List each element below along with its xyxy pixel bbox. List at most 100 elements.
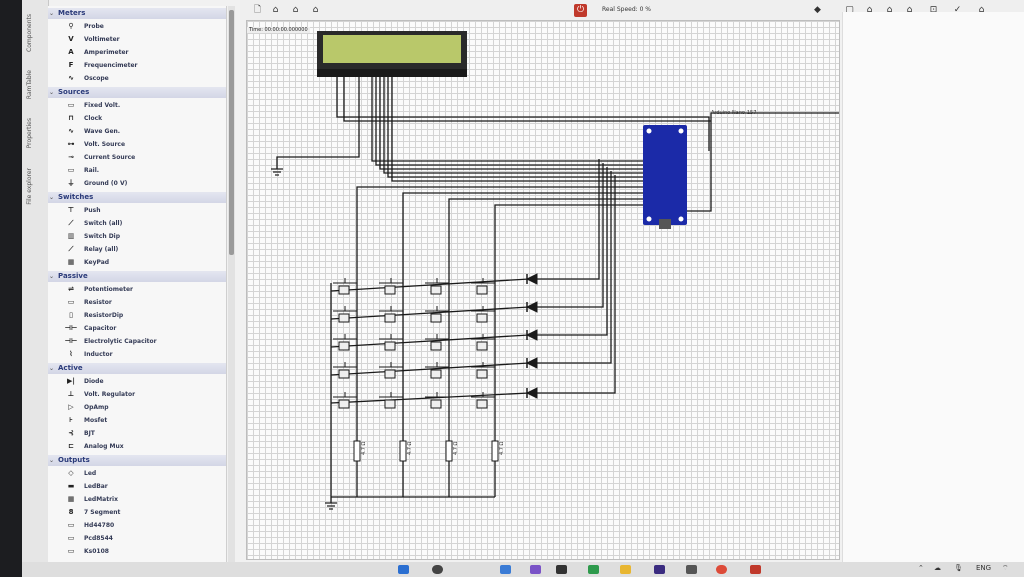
category-sources[interactable]: ⌄Sources bbox=[48, 87, 226, 98]
component-resistordip[interactable]: ▯ResistorDip bbox=[48, 309, 226, 322]
component-switch-all[interactable]: ⟋Switch (all) bbox=[48, 217, 226, 230]
component-wave-gen[interactable]: ∿Wave Gen. bbox=[48, 125, 226, 138]
taskbar-app-5[interactable] bbox=[588, 565, 599, 574]
push-button-r2c1[interactable] bbox=[333, 306, 357, 323]
component-led[interactable]: ◇Led bbox=[48, 467, 226, 480]
component-capacitor[interactable]: ⊣⊢Capacitor bbox=[48, 322, 226, 335]
taskbar-app-2[interactable] bbox=[500, 565, 511, 574]
push-button-r3c1[interactable] bbox=[333, 334, 357, 351]
push-button-r5c3[interactable] bbox=[425, 392, 449, 409]
diode-3[interactable] bbox=[525, 329, 538, 341]
push-button-r5c4[interactable] bbox=[471, 392, 495, 409]
push-button-r5c1[interactable] bbox=[333, 392, 357, 409]
component-ledmatrix[interactable]: ▦LedMatrix bbox=[48, 493, 226, 506]
component-oscope[interactable]: ∿Oscope bbox=[48, 72, 226, 85]
chevron-down-icon[interactable]: ⌄ bbox=[49, 273, 55, 280]
save-as-icon[interactable]: ⌂ bbox=[312, 5, 319, 15]
tray-chevron-icon[interactable]: ⌃ bbox=[918, 564, 924, 572]
category-outputs[interactable]: ⌄Outputs bbox=[48, 455, 226, 466]
check-icon[interactable]: ✓ bbox=[953, 5, 962, 15]
diamond-icon[interactable]: ◆ bbox=[814, 5, 821, 15]
component-hd44780[interactable]: ▭Hd44780 bbox=[48, 519, 226, 532]
component-inductor[interactable]: ⌇Inductor bbox=[48, 348, 226, 361]
chevron-down-icon[interactable]: ⌄ bbox=[49, 10, 55, 17]
chevron-down-icon[interactable]: ⌄ bbox=[49, 194, 55, 201]
taskbar-app-1[interactable] bbox=[398, 565, 409, 574]
component-volt-source[interactable]: ⊶Volt. Source bbox=[48, 138, 226, 151]
push-button-r4c3[interactable] bbox=[425, 362, 449, 379]
taskbar-search-icon[interactable] bbox=[432, 565, 443, 574]
tray-language[interactable]: ENG bbox=[976, 564, 992, 572]
component-current-source[interactable]: ⊸Current Source bbox=[48, 151, 226, 164]
diode-4[interactable] bbox=[525, 357, 538, 369]
component-opamp[interactable]: ▷OpAmp bbox=[48, 401, 226, 414]
window-icon-3[interactable]: ⌂ bbox=[886, 5, 893, 15]
category-active[interactable]: ⌄Active bbox=[48, 363, 226, 374]
chevron-down-icon[interactable]: ⌄ bbox=[49, 457, 55, 464]
component-potentiometer[interactable]: ⇌Potentiometer bbox=[48, 283, 226, 296]
taskbar-app-8[interactable] bbox=[750, 565, 761, 574]
window-icon-4[interactable]: ⌂ bbox=[906, 5, 913, 15]
component-fixed-volt[interactable]: ▭Fixed Volt. bbox=[48, 99, 226, 112]
chevron-down-icon[interactable]: ⌄ bbox=[49, 89, 55, 96]
tab-file-explorer[interactable]: File explorer bbox=[26, 168, 33, 205]
push-button-r4c2[interactable] bbox=[379, 362, 403, 379]
power-button[interactable]: ⏻ bbox=[574, 4, 587, 17]
tab-ramtable[interactable]: RamTable bbox=[26, 70, 33, 100]
push-button-r4c4[interactable] bbox=[471, 362, 495, 379]
push-button-r1c2[interactable] bbox=[379, 278, 403, 295]
tab-properties[interactable]: Properties bbox=[26, 118, 33, 149]
push-button-r3c4[interactable] bbox=[471, 334, 495, 351]
tray-app-icon[interactable]: ☁ bbox=[934, 564, 941, 572]
category-switches[interactable]: ⌄Switches bbox=[48, 192, 226, 203]
window-icon-5[interactable]: ⊡ bbox=[929, 5, 938, 15]
component-ks0108[interactable]: ▭Ks0108 bbox=[48, 545, 226, 558]
window-icon-6[interactable]: ⌂ bbox=[978, 5, 985, 15]
component-resistor[interactable]: ▭Resistor bbox=[48, 296, 226, 309]
push-button-r2c2[interactable] bbox=[379, 306, 403, 323]
component-bjt[interactable]: ⊰BJT bbox=[48, 427, 226, 440]
diode-2[interactable] bbox=[525, 301, 538, 313]
window-icon-2[interactable]: ⌂ bbox=[866, 5, 873, 15]
taskbar-folder-icon[interactable] bbox=[620, 565, 631, 574]
push-button-r1c3[interactable] bbox=[425, 278, 449, 295]
category-meters[interactable]: ⌄Meters bbox=[48, 8, 226, 19]
open-icon[interactable]: ⌂ bbox=[272, 5, 279, 15]
push-button-r4c1[interactable] bbox=[333, 362, 357, 379]
diode-1[interactable] bbox=[525, 273, 538, 285]
component-ledbar[interactable]: ▬LedBar bbox=[48, 480, 226, 493]
component-analog-mux[interactable]: ⊏Analog Mux bbox=[48, 440, 226, 453]
category-passive[interactable]: ⌄Passive bbox=[48, 271, 226, 282]
circuit-canvas[interactable]: Time: 00:00:00.000000 bbox=[246, 20, 840, 560]
components-scrollbar[interactable] bbox=[228, 6, 235, 572]
component-electrolytic-capacitor[interactable]: ⊣⊢Electrolytic Capacitor bbox=[48, 335, 226, 348]
component-ground-0-v[interactable]: ⏚Ground (0 V) bbox=[48, 177, 226, 190]
push-button-r5c2[interactable] bbox=[379, 392, 403, 409]
diode-5[interactable] bbox=[525, 387, 538, 399]
new-circuit-icon[interactable]: 🗋 bbox=[253, 5, 262, 15]
window-icon-1[interactable]: ▢ bbox=[845, 5, 854, 15]
component-switch-dip[interactable]: ▥Switch Dip bbox=[48, 230, 226, 243]
component-rail[interactable]: ▭Rail. bbox=[48, 164, 226, 177]
component-volt-regulator[interactable]: ⊥Volt. Regulator bbox=[48, 388, 226, 401]
push-button-r1c4[interactable] bbox=[471, 278, 495, 295]
push-button-r1c1[interactable] bbox=[333, 278, 357, 295]
taskbar-chrome-icon[interactable] bbox=[716, 565, 727, 574]
component-probe[interactable]: ⚲Probe bbox=[48, 20, 226, 33]
scrollbar-thumb[interactable] bbox=[229, 10, 234, 255]
component-mosfet[interactable]: ⊦Mosfet bbox=[48, 414, 226, 427]
component-pcd8544[interactable]: ▭Pcd8544 bbox=[48, 532, 226, 545]
wifi-icon[interactable]: ⌔ bbox=[1002, 564, 1009, 572]
tab-components[interactable]: Components bbox=[26, 14, 33, 52]
push-button-r2c3[interactable] bbox=[425, 306, 449, 323]
taskbar-app-6[interactable] bbox=[654, 565, 665, 574]
microphone-icon[interactable]: 🎙 bbox=[954, 564, 963, 572]
chevron-down-icon[interactable]: ⌄ bbox=[49, 365, 55, 372]
component-push[interactable]: ⊤Push bbox=[48, 204, 226, 217]
component-diode[interactable]: ▶|Diode bbox=[48, 375, 226, 388]
component-relay-all[interactable]: ⟋Relay (all) bbox=[48, 243, 226, 256]
push-button-r3c2[interactable] bbox=[379, 334, 403, 351]
push-button-r2c4[interactable] bbox=[471, 306, 495, 323]
